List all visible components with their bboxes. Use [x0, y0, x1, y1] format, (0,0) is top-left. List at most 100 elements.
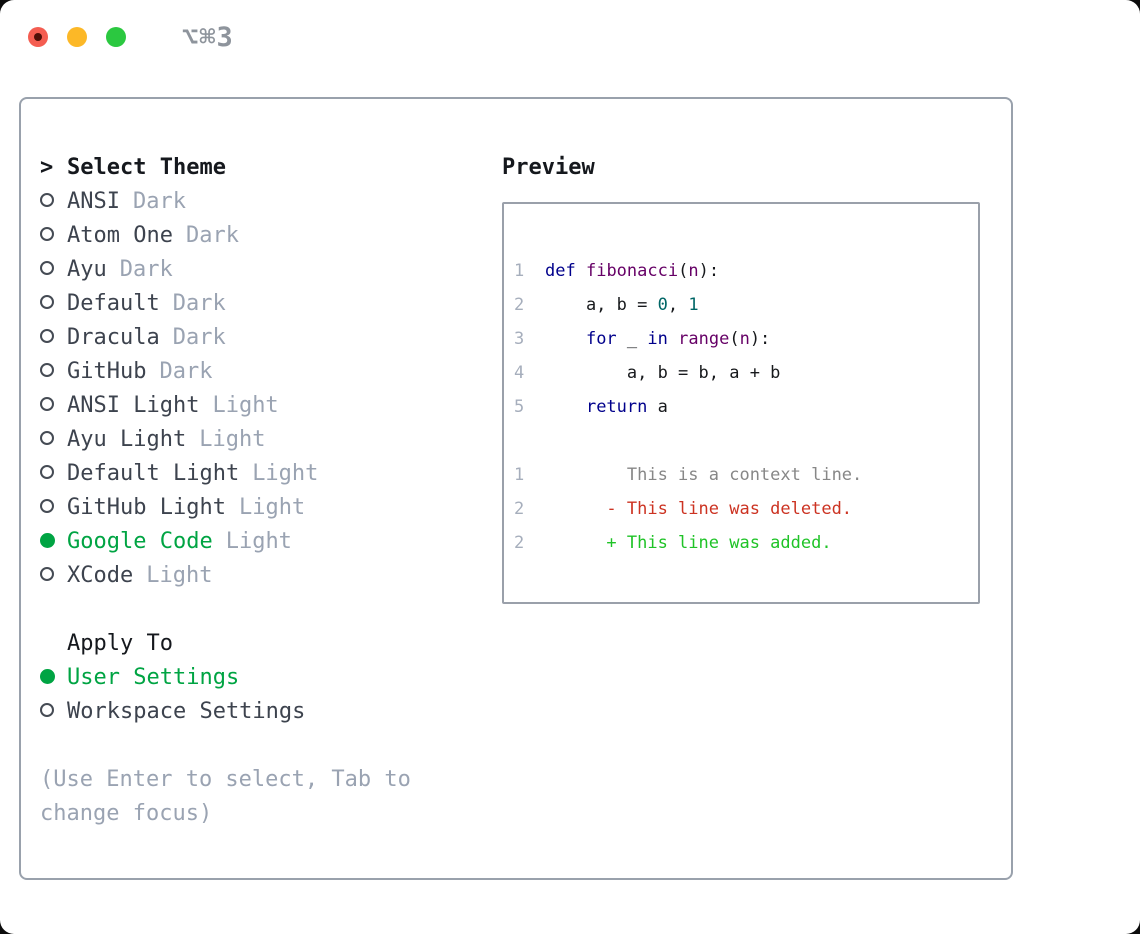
- token-lit: 1: [688, 295, 699, 315]
- title-bar: ⌥⌘3: [0, 0, 1140, 74]
- line-number: 3: [514, 329, 525, 349]
- theme-name: Ayu Light: [67, 427, 187, 452]
- token-kwd: def: [545, 261, 576, 281]
- theme-variant-tag: Dark: [172, 291, 226, 316]
- radio-unselected-icon: [40, 193, 54, 207]
- code-line: 4 a, b = b, a + b: [514, 356, 970, 390]
- token-add: + This line was added.: [545, 533, 832, 553]
- token-typ: fibonacci: [585, 261, 679, 281]
- token-pln: (: [729, 329, 740, 349]
- radio-unselected-icon: [40, 295, 54, 309]
- token-pln: [668, 329, 678, 349]
- theme-variant-tag: Dark: [119, 257, 173, 282]
- theme-name: Dracula: [67, 325, 160, 350]
- theme-name: Google Code: [67, 529, 213, 554]
- blank-line: [514, 424, 970, 458]
- token-pln: a, b = b, a + b: [545, 363, 781, 383]
- code-line: 3 for _ in range(n):: [514, 322, 970, 356]
- radio-unselected-icon: [40, 261, 54, 275]
- theme-name: ANSI: [67, 189, 120, 214]
- apply-option-user-settings[interactable]: User Settings: [40, 661, 480, 695]
- radio-unselected-icon: [40, 703, 54, 717]
- line-number: 2: [514, 533, 525, 553]
- token-pln: [576, 261, 586, 281]
- code-line: 5 return a: [514, 390, 970, 424]
- token-pln: _: [616, 329, 648, 349]
- token-pln: a, b =: [545, 295, 658, 315]
- theme-variant-tag: Light: [252, 461, 319, 486]
- window-title: ⌥⌘3: [182, 21, 234, 53]
- theme-variant-tag: Dark: [159, 359, 213, 384]
- theme-option-xcode[interactable]: XCode Light: [40, 559, 480, 593]
- theme-variant-tag: Dark: [132, 189, 186, 214]
- theme-variant-tag: Light: [212, 393, 279, 418]
- token-pln: (: [678, 261, 689, 281]
- theme-option-dracula[interactable]: Dracula Dark: [40, 321, 480, 355]
- close-button[interactable]: [28, 27, 48, 47]
- theme-option-default[interactable]: Default Dark: [40, 287, 480, 321]
- theme-option-ansi[interactable]: ANSI Dark: [40, 185, 480, 219]
- theme-option-ayu[interactable]: Ayu Dark: [40, 253, 480, 287]
- radio-unselected-icon: [40, 465, 54, 479]
- theme-name: ANSI Light: [67, 393, 200, 418]
- token-typ: range: [678, 329, 730, 349]
- radio-unselected-icon: [40, 227, 54, 241]
- token-pln: ):: [698, 261, 720, 281]
- theme-option-ayu-light[interactable]: Ayu Light Light: [40, 423, 480, 457]
- theme-option-ansi-light[interactable]: ANSI Light Light: [40, 389, 480, 423]
- apply-option-label: Workspace Settings: [67, 699, 306, 724]
- theme-name: Atom One: [67, 223, 173, 248]
- token-pln: a: [647, 397, 668, 417]
- keyboard-hint: (Use Enter to select, Tab to change focu…: [40, 767, 411, 826]
- theme-option-google-code[interactable]: Google Code Light: [40, 525, 480, 559]
- diff-deleted-line: 2 - This line was deleted.: [514, 492, 970, 526]
- theme-name: Ayu: [67, 257, 107, 282]
- theme-variant-tag: Light: [199, 427, 266, 452]
- theme-variant-tag: Dark: [172, 325, 226, 350]
- theme-name: Default Light: [67, 461, 240, 486]
- token-typ: n: [688, 261, 699, 281]
- preview-header-row: Preview: [502, 151, 994, 185]
- theme-name: Default: [67, 291, 160, 316]
- token-typ: n: [739, 329, 750, 349]
- unsaved-changes-dot-icon: [34, 33, 42, 41]
- code-line: 2 a, b = 0, 1: [514, 288, 970, 322]
- radio-unselected-icon: [40, 329, 54, 343]
- token-pln: ,: [667, 295, 689, 315]
- radio-unselected-icon: [40, 397, 54, 411]
- radio-selected-icon: [40, 668, 55, 684]
- apply-to-heading: Apply To: [67, 631, 173, 656]
- diff-added-line: 2 + This line was added.: [514, 526, 970, 560]
- theme-option-default-light[interactable]: Default Light Light: [40, 457, 480, 491]
- line-number: 1: [514, 465, 525, 485]
- theme-name: XCode: [67, 563, 134, 588]
- token-pln: [545, 329, 586, 349]
- zoom-button[interactable]: [106, 27, 126, 47]
- code-line: 1 def fibonacci(n):: [514, 254, 970, 288]
- focus-caret-icon: >: [40, 155, 54, 180]
- line-number: 2: [514, 295, 525, 315]
- select-theme-heading: Select Theme: [67, 155, 226, 180]
- line-number: 1: [514, 261, 525, 281]
- radio-unselected-icon: [40, 431, 54, 445]
- token-kwd: for: [585, 329, 617, 349]
- theme-variant-tag: Light: [225, 529, 292, 554]
- radio-unselected-icon: [40, 567, 54, 581]
- apply-option-workspace-settings[interactable]: Workspace Settings: [40, 695, 480, 729]
- radio-selected-icon: [40, 532, 55, 548]
- line-number: 4: [514, 363, 525, 383]
- theme-name: GitHub Light: [67, 495, 226, 520]
- theme-variant-tag: Light: [146, 563, 213, 588]
- minimize-button[interactable]: [67, 27, 87, 47]
- line-number: 5: [514, 397, 525, 417]
